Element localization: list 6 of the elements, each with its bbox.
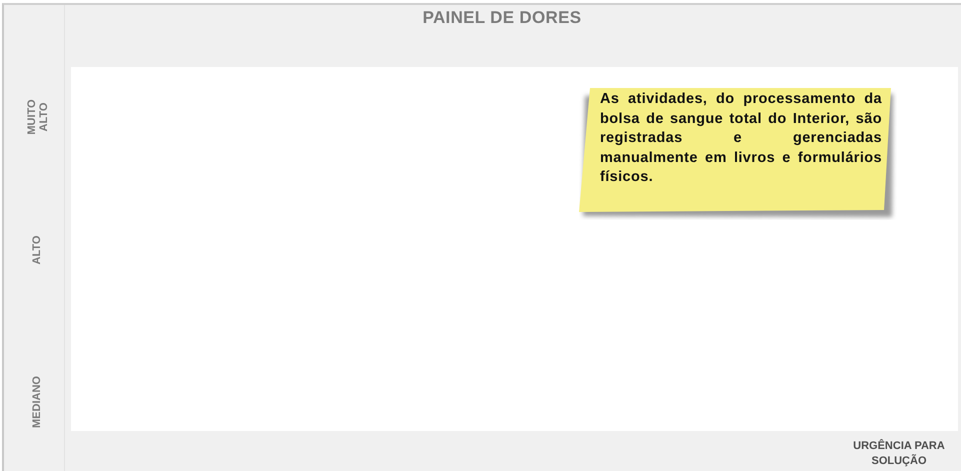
axis-label: URGÊNCIA PARA SOLUÇÃO: [852, 439, 946, 469]
axis-label: MUITO ALTO: [26, 98, 50, 137]
axis-label: MEDIANO: [30, 375, 44, 430]
note-text: As atividades, do processamento da bolsa de sangue total do Interior, são registradas e gerenciadas manualmente em livros e formulários físicos.: [600, 90, 882, 187]
panel-title: PAINEL DE DORES: [422, 8, 582, 28]
axis-label: ALTO: [30, 234, 44, 266]
